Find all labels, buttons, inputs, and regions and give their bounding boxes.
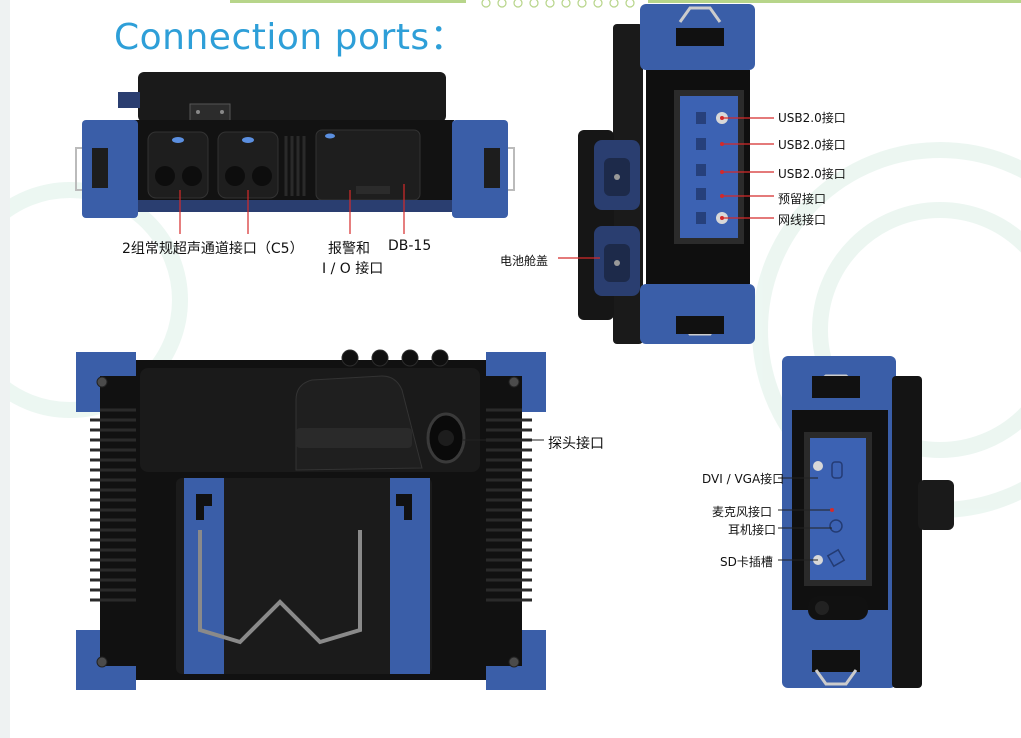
device-side-view-right — [578, 4, 755, 344]
label-battery-cover: 电池舱盖 — [500, 254, 549, 268]
label-probe-port: 探头接口 — [548, 436, 604, 452]
label-reserved-port: 预留接口 — [778, 192, 827, 206]
device-back-view — [76, 349, 546, 690]
leader-lines — [179, 117, 774, 259]
device-side-view-left — [782, 356, 954, 688]
label-alarm-io-line1: 报警和 — [328, 241, 370, 257]
label-dvi-vga: DVI / VGA接口 — [702, 472, 785, 486]
leader-lines-black — [462, 439, 832, 561]
label-usb-2: USB2.0接口 — [778, 138, 846, 152]
top-accent-bar-right — [648, 0, 1021, 3]
label-earphone: 耳机接口 — [728, 523, 777, 537]
label-microphone: 麦克风接口 — [712, 505, 773, 519]
label-ultrasound-channels: 2组常规超声通道接口（C5） — [122, 241, 304, 257]
page-title: Connection ports： — [114, 17, 467, 58]
label-alarm-io-line2: I / O 接口 — [322, 261, 384, 277]
top-accent-bar-left — [230, 0, 466, 3]
device-top-view — [75, 72, 515, 218]
label-network-port: 网线接口 — [778, 213, 827, 227]
label-sd-slot: SD卡插槽 — [720, 555, 773, 569]
label-usb-1: USB2.0接口 — [778, 111, 846, 125]
top-dots — [481, 0, 635, 8]
label-usb-3: USB2.0接口 — [778, 167, 846, 181]
label-db15: DB-15 — [388, 238, 432, 254]
